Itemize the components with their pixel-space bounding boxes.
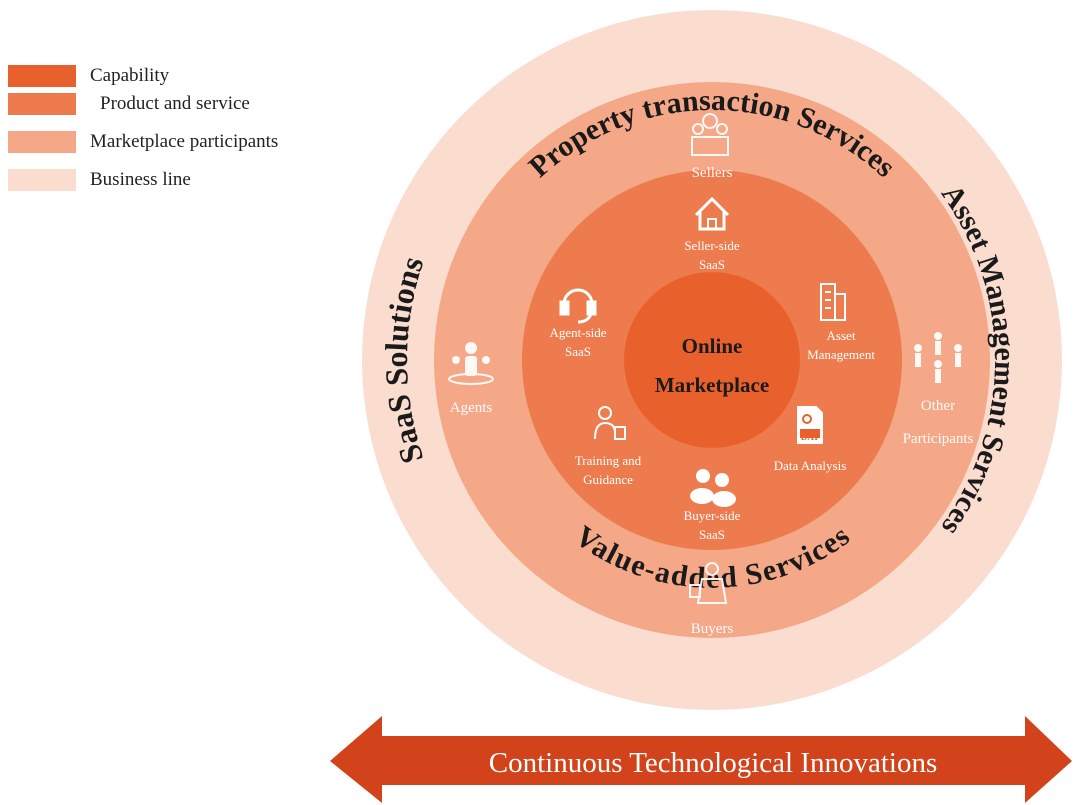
participant-others-line2: Participants — [903, 431, 974, 447]
legend-item-capability: Capability — [8, 65, 368, 87]
house-icon — [694, 196, 730, 231]
legend-swatch — [8, 65, 76, 87]
headset-icon — [559, 288, 597, 324]
participant-sellers: Sellers — [692, 165, 733, 181]
product-seller-saas-line1: Seller-side — [684, 238, 740, 253]
legend-swatch — [8, 93, 76, 115]
capability-core — [624, 272, 800, 448]
legend-swatch — [8, 131, 76, 153]
data-badge: DAT — [801, 432, 819, 442]
product-data-analysis: Data Analysis — [774, 458, 847, 473]
core-line1: Online — [682, 334, 743, 358]
product-agent-saas-line1: Agent-side — [549, 325, 606, 340]
product-asset-mgmt-line2: Management — [807, 347, 875, 362]
core-line2: Marketplace — [655, 373, 769, 397]
legend-label: Marketplace participants — [90, 131, 279, 152]
product-training-line2: Guidance — [583, 472, 633, 487]
participant-buyers: Buyers — [691, 621, 734, 637]
product-agent-saas-line2: SaaS — [565, 344, 591, 359]
trainer-icon — [594, 406, 626, 440]
legend-item-product: Product and service — [8, 93, 368, 115]
buyers-icon — [689, 562, 728, 604]
legend-item-business-line: Business line — [8, 169, 368, 191]
legend-swatch — [8, 169, 76, 191]
others-icon — [914, 332, 962, 383]
agents-icon — [448, 342, 494, 385]
product-training-line1: Training and — [575, 453, 642, 468]
participant-agents: Agents — [450, 400, 493, 416]
building-icon — [820, 283, 846, 321]
product-buyer-saas-line1: Buyer-side — [684, 508, 741, 523]
product-seller-saas-line2: SaaS — [699, 257, 725, 272]
people-icon — [690, 469, 736, 507]
legend-label: Capability — [90, 65, 170, 86]
data-file-icon — [797, 406, 823, 444]
legend-item-participants: Marketplace participants — [8, 131, 368, 153]
innovation-banner-arrow — [330, 716, 1072, 803]
product-asset-mgmt-line1: Asset — [827, 328, 856, 343]
participant-others-line1: Other — [921, 398, 955, 414]
sellers-icon — [691, 113, 729, 156]
product-buyer-saas-line2: SaaS — [699, 527, 725, 542]
legend-label: Business line — [90, 169, 191, 190]
legend-label: Product and service — [100, 93, 250, 114]
innovation-banner-text: Continuous Technological Innovations — [489, 747, 938, 779]
